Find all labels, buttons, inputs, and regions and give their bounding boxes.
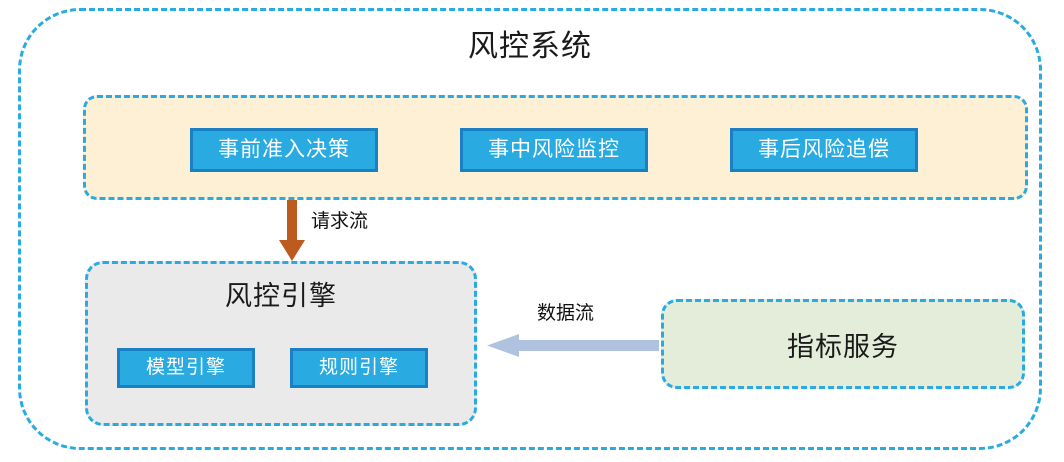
arrow-down-icon [277,200,307,262]
engine-chip-model-engine[interactable]: 模型引擎 [117,348,255,388]
engine-chip-rule-engine[interactable]: 规则引擎 [290,348,428,388]
page-title: 风控系统 [468,30,592,63]
risk-control-engine-panel: 风控引擎 模型引擎 规则引擎 [85,261,477,426]
risk-control-engine-title: 风控引擎 [225,281,337,311]
risk-control-system-container: 风控系统 事前准入决策 事中风险监控 事后风险追偿 请求流 风控引擎 模型引擎 … [18,8,1042,450]
request-flow-label: 请求流 [311,211,369,232]
phase-chip-in-process-monitoring[interactable]: 事中风险监控 [460,128,648,172]
metrics-service-box[interactable]: 指标服务 [661,299,1025,389]
phase-chip-pre-admission[interactable]: 事前准入决策 [190,128,378,172]
phase-chip-row: 事前准入决策 事中风险监控 事后风险追偿 [86,98,1025,197]
arrow-left-icon [487,331,659,361]
metrics-service-title: 指标服务 [787,331,899,362]
phase-chip-post-recovery[interactable]: 事后风险追偿 [730,128,918,172]
phase-band-container: 事前准入决策 事中风险监控 事后风险追偿 [83,95,1028,200]
data-flow-label: 数据流 [537,303,595,324]
